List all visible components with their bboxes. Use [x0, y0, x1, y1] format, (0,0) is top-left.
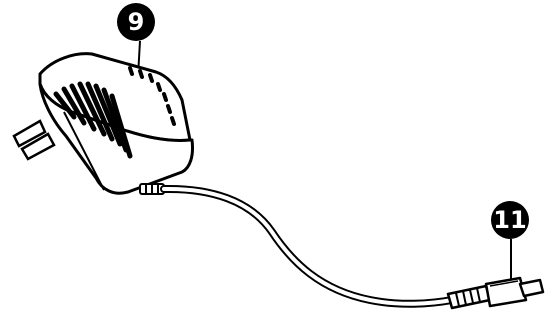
power-cable: [160, 184, 456, 308]
callout-badge-cable: 11: [491, 201, 529, 239]
micro-usb-connector-icon: [446, 276, 545, 310]
adapter-vents: [53, 81, 133, 159]
callout-badge-adapter: 9: [117, 3, 155, 41]
plug-pins: [12, 119, 56, 161]
adapter-side-slots: [128, 66, 176, 126]
